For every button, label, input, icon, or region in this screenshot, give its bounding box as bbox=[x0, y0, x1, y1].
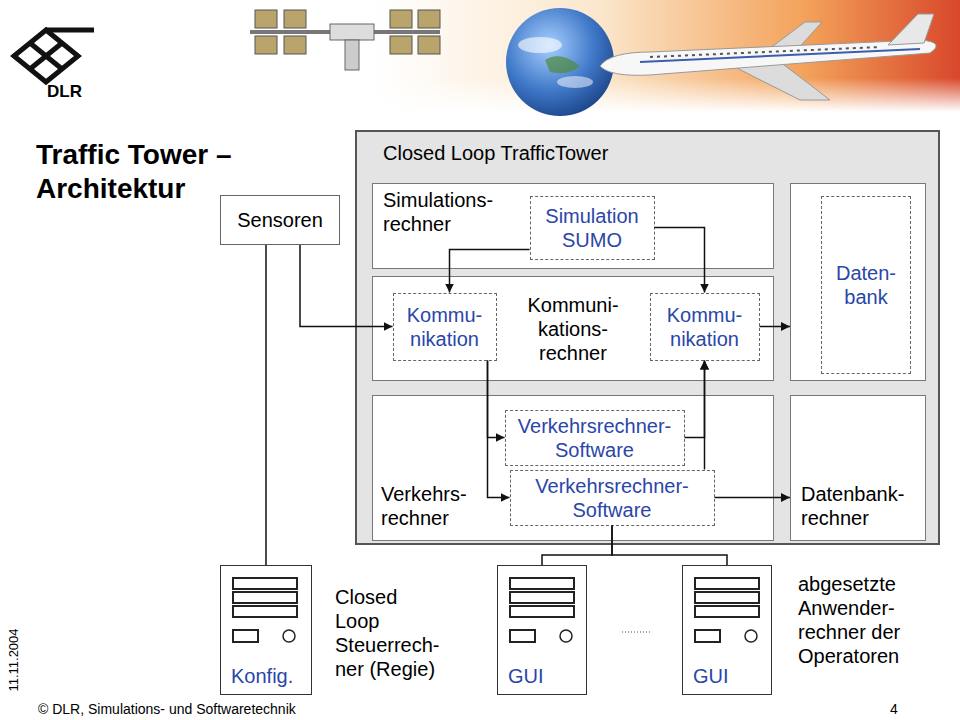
node-label: Verkehrsrechner- Software bbox=[535, 474, 688, 522]
software-module: Kommu- nikation bbox=[393, 293, 497, 361]
connector bbox=[488, 361, 510, 498]
continent bbox=[545, 56, 580, 73]
solar-panel bbox=[255, 36, 277, 54]
node-label: Verkehrs- rechner bbox=[381, 482, 467, 530]
computer-icon: GUI bbox=[682, 565, 772, 695]
drive-bay bbox=[510, 606, 574, 617]
node-label: Sensoren bbox=[237, 208, 323, 232]
logo-text: DLR bbox=[47, 82, 82, 102]
node-label: Verkehrsrechner- Software bbox=[518, 414, 671, 462]
node-label: Konfig. bbox=[231, 664, 293, 688]
node-label: GUI bbox=[693, 664, 729, 688]
logo-stroke bbox=[30, 43, 62, 69]
drive-bay bbox=[695, 592, 759, 603]
sensor-box: Sensoren bbox=[220, 195, 340, 245]
header-illustration bbox=[0, 0, 960, 116]
computer-box: Datenbank- rechner bbox=[790, 395, 926, 541]
drive-bay bbox=[233, 578, 297, 589]
solar-panel bbox=[418, 36, 440, 54]
solar-panel bbox=[390, 10, 412, 28]
drive-bay bbox=[510, 592, 574, 603]
computer-icon: Konfig. bbox=[220, 565, 312, 695]
connector bbox=[612, 526, 727, 566]
software-module: Verkehrsrechner- Software bbox=[510, 470, 715, 526]
solar-panel bbox=[284, 10, 306, 28]
date-text: 11.11.2004 bbox=[6, 628, 22, 691]
node-label: Kommuni- kations- rechner bbox=[527, 293, 618, 365]
logo-stroke bbox=[14, 30, 78, 82]
logo-mark bbox=[6, 22, 102, 92]
drive-bay bbox=[233, 606, 297, 617]
plane-tail bbox=[888, 14, 934, 45]
slide-title: Traffic Tower – Architektur bbox=[36, 138, 281, 206]
footer-text: © DLR, Simulations- und Softwaretechnik bbox=[38, 701, 296, 718]
page-number: 4 bbox=[890, 701, 898, 718]
connector bbox=[265, 245, 267, 565]
connector bbox=[450, 250, 530, 293]
drive-bay bbox=[510, 578, 574, 589]
computer-caption: Closed Loop Steuerrech- ner (Regie) bbox=[335, 585, 444, 681]
drive-bay bbox=[695, 578, 759, 589]
logo-stroke bbox=[30, 43, 62, 69]
solar-panel bbox=[418, 10, 440, 28]
ellipsis-line bbox=[622, 632, 652, 633]
computer-box: Kommuni- kations- rechner Kommu- nikation… bbox=[372, 276, 774, 381]
node-label: Kommu- nikation bbox=[407, 303, 483, 351]
power-button bbox=[745, 630, 757, 642]
solar-panel bbox=[255, 10, 277, 28]
cloud bbox=[518, 37, 562, 53]
node-label: Daten- bank bbox=[821, 196, 911, 374]
connector bbox=[685, 361, 705, 438]
software-module: Verkehrsrechner- Software bbox=[505, 410, 685, 466]
connector bbox=[300, 245, 393, 327]
power-button bbox=[560, 630, 572, 642]
computer-icon: GUI bbox=[497, 565, 587, 695]
drive-bay bbox=[695, 606, 759, 617]
drive-slot bbox=[233, 630, 258, 642]
plane-windows bbox=[650, 47, 880, 57]
plane-fuselage bbox=[600, 40, 936, 75]
node-label: Closed Loop TrafficTower bbox=[383, 141, 608, 165]
node-label: Simulation SUMO bbox=[545, 204, 638, 252]
node-label: Kommu- nikation bbox=[667, 303, 743, 351]
drive-slot bbox=[510, 630, 535, 642]
computer-caption: abgesetzte Anwender- rechner der Operato… bbox=[798, 572, 915, 668]
station-module bbox=[330, 24, 374, 40]
connector bbox=[704, 361, 706, 470]
station-module bbox=[345, 40, 359, 70]
logo-stroke bbox=[46, 28, 94, 33]
connector bbox=[655, 228, 705, 293]
solar-panel bbox=[284, 36, 306, 54]
connector bbox=[488, 361, 505, 438]
connector bbox=[760, 326, 791, 328]
database-box: Daten- bank bbox=[790, 183, 926, 381]
solar-panel bbox=[390, 36, 412, 54]
globe bbox=[506, 8, 614, 116]
software-module: Kommu- nikation bbox=[650, 293, 760, 361]
node-label: Simulations- rechner bbox=[383, 188, 493, 236]
connector bbox=[715, 497, 791, 499]
computer-box: Simulations- rechner Simulation SUMO bbox=[372, 183, 774, 269]
drive-bay bbox=[233, 592, 297, 603]
cloud bbox=[557, 76, 593, 88]
connector bbox=[542, 526, 612, 566]
node-label: GUI bbox=[508, 664, 544, 688]
node-label: Datenbank- rechner bbox=[801, 482, 904, 530]
computer-box: Verkehrs- rechner Verkehrsrechner- Softwa… bbox=[372, 395, 774, 541]
drive-slot bbox=[695, 630, 720, 642]
system-panel: Closed Loop TrafficTowerSimulations- rec… bbox=[355, 130, 940, 545]
power-button bbox=[283, 630, 295, 642]
software-module: Simulation SUMO bbox=[530, 196, 655, 260]
plane-stripe bbox=[640, 49, 920, 62]
